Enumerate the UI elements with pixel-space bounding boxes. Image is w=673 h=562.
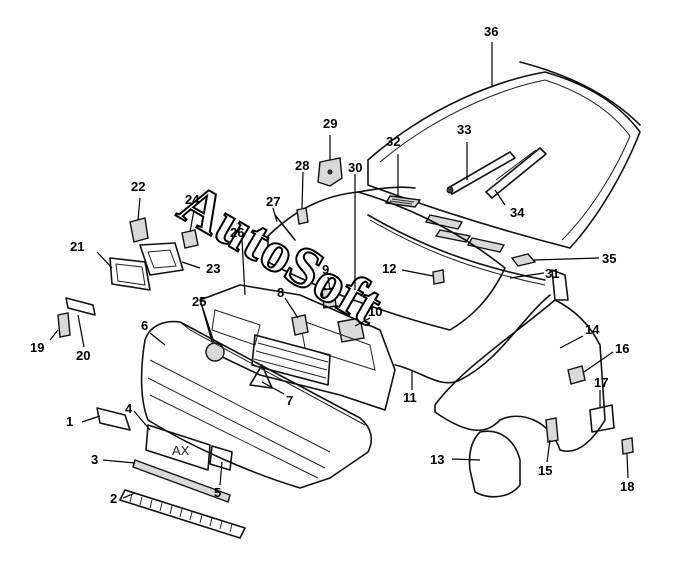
vent-grille-part <box>384 195 422 208</box>
callout-6: 6 <box>141 318 148 333</box>
side-reflector-part <box>96 407 131 431</box>
callout-36: 36 <box>484 24 498 39</box>
wing-badge-part <box>589 404 615 433</box>
callout-23: 23 <box>206 261 220 276</box>
bonnet-part <box>267 186 506 331</box>
callout-1: 1 <box>66 414 73 429</box>
indicator-lamp-part <box>65 297 96 316</box>
wheel-arch-liner-part <box>468 430 521 498</box>
watermark: AutoSoft <box>169 170 395 338</box>
callout-26: 26 <box>230 225 244 240</box>
callout-4: 4 <box>125 401 133 416</box>
lower-strip-part <box>132 459 231 503</box>
callout-21: 21 <box>70 239 84 254</box>
callout-8: 8 <box>277 285 284 300</box>
callout-30: 30 <box>348 160 362 175</box>
number-plate-part: AX <box>145 424 211 471</box>
lamp-housing-part <box>139 242 184 276</box>
hinge-bracket-part <box>317 157 343 187</box>
callout-14: 14 <box>585 322 600 337</box>
wiper-blade-part <box>485 147 547 199</box>
bonnet-latch-part <box>291 314 309 336</box>
callout-35: 35 <box>602 251 616 266</box>
callout-27: 27 <box>266 194 280 209</box>
plate-text: AX <box>172 443 190 458</box>
release-cable-part <box>394 294 551 384</box>
support-rod-part <box>274 214 296 241</box>
callout-18: 18 <box>620 479 634 494</box>
cowl-vents <box>424 214 506 253</box>
callout-9: 9 <box>322 262 329 277</box>
front-panel-part <box>199 284 396 411</box>
radiator-grille-part <box>251 334 331 386</box>
front-wing-part <box>434 269 606 452</box>
seal-strip-part <box>367 214 546 286</box>
callout-24: 24 <box>185 192 200 207</box>
latch-part <box>296 207 309 225</box>
callout-12: 12 <box>382 261 396 276</box>
callout-10: 10 <box>368 304 382 319</box>
callout-29: 29 <box>323 116 337 131</box>
callout-2: 2 <box>110 491 117 506</box>
clip-part <box>510 253 537 267</box>
front-bumper-part <box>140 320 373 489</box>
wiper-arm-part <box>446 151 516 195</box>
callout-28: 28 <box>295 158 309 173</box>
callout-7: 7 <box>286 393 293 408</box>
callout-17: 17 <box>594 375 608 390</box>
callout-11: 11 <box>403 390 417 405</box>
bonnet-clip-part <box>432 269 445 285</box>
lamp-cover-part <box>129 217 149 243</box>
callout-16: 16 <box>615 341 629 356</box>
wing-bracket-part <box>545 417 559 443</box>
plate-bracket-part <box>209 445 233 471</box>
callout-25: 25 <box>192 294 206 309</box>
lower-grille-part <box>119 489 246 539</box>
callout-20: 20 <box>76 348 90 363</box>
windscreen-part <box>367 61 641 249</box>
callout-22: 22 <box>131 179 145 194</box>
leader-lines <box>49 42 629 499</box>
indicator-holder-part <box>57 312 71 338</box>
callout-32: 32 <box>386 134 400 149</box>
callout-5: 5 <box>214 485 221 500</box>
callout-13: 13 <box>430 452 444 467</box>
fog-lamp-part <box>205 342 225 362</box>
side-repeater-part <box>567 365 586 385</box>
callout-19: 19 <box>30 340 44 355</box>
callout-15: 15 <box>538 463 552 478</box>
callout-33: 33 <box>457 122 471 137</box>
callout-3: 3 <box>91 452 98 467</box>
badge-part <box>249 364 273 389</box>
callout-31: 31 <box>545 266 559 281</box>
wing-clip-part <box>621 437 634 455</box>
headlamp-part <box>109 257 151 291</box>
callout-labels: 1 2 3 4 5 6 7 8 9 10 11 12 13 14 15 16 1… <box>30 24 634 506</box>
callout-34: 34 <box>510 205 525 220</box>
